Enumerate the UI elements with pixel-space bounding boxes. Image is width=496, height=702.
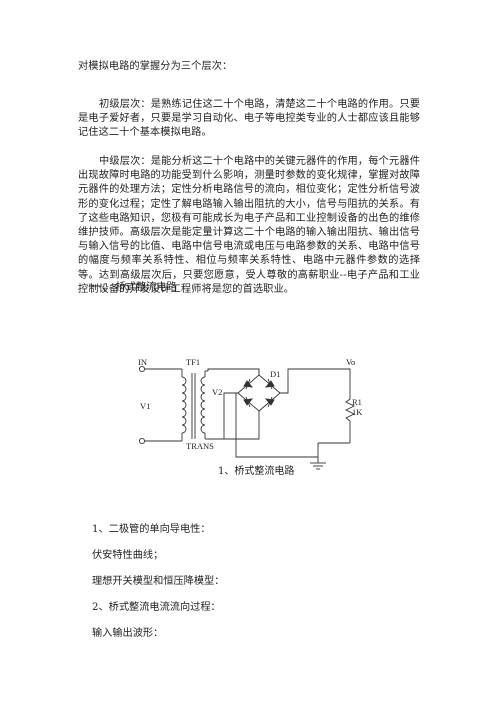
section-heading: 一、 桥式整流电路 xyxy=(92,282,177,293)
label-r1-value: 1K xyxy=(352,407,363,417)
label-v1: V1 xyxy=(140,401,150,411)
bridge-rectifier-diagram: IN TF1 Vo V1 V2 D1 R1 1K TRANS xyxy=(138,357,363,470)
label-d1: D1 xyxy=(270,369,280,379)
list-item: 2、桥式整流电流流向过程： xyxy=(92,602,221,613)
resistor-r1 xyxy=(318,395,356,444)
label-r1: R1 xyxy=(352,397,362,407)
figure-caption: 1、桥式整流电路 xyxy=(218,466,295,477)
ground-icon xyxy=(310,457,326,470)
list-item: 1、二极管的单向导电性： xyxy=(92,524,211,535)
list-item: 理想开关模型和恒压降模型： xyxy=(92,576,225,587)
list-item: 伏安特性曲线； xyxy=(92,550,164,561)
intro-line: 对模拟电路的掌握分为三个层次： xyxy=(78,61,233,72)
label-tf1: TF1 xyxy=(186,357,200,367)
paragraph-advanced-level: 中级层次：是能分析这二十个电路中的关键元器件的作用，每个元器件出现故障时电路的功… xyxy=(78,156,420,295)
label-vo: Vo xyxy=(346,357,355,367)
paragraph-basic-level: 初级层次：是熟练记住这二十个电路，清楚这二十个电路的作用。只要是电子爱好者，只要… xyxy=(78,99,420,139)
label-v2: V2 xyxy=(212,387,222,397)
list-item: 输入输出波形： xyxy=(92,628,164,639)
input-terminals xyxy=(138,365,182,445)
label-in: IN xyxy=(138,357,147,367)
transformer-primary xyxy=(181,369,187,441)
bridge-wiring xyxy=(207,368,351,458)
transformer-secondary xyxy=(200,370,208,440)
diode-bridge xyxy=(237,374,281,412)
transformer-core xyxy=(191,373,196,439)
label-trans: TRANS xyxy=(186,441,214,451)
